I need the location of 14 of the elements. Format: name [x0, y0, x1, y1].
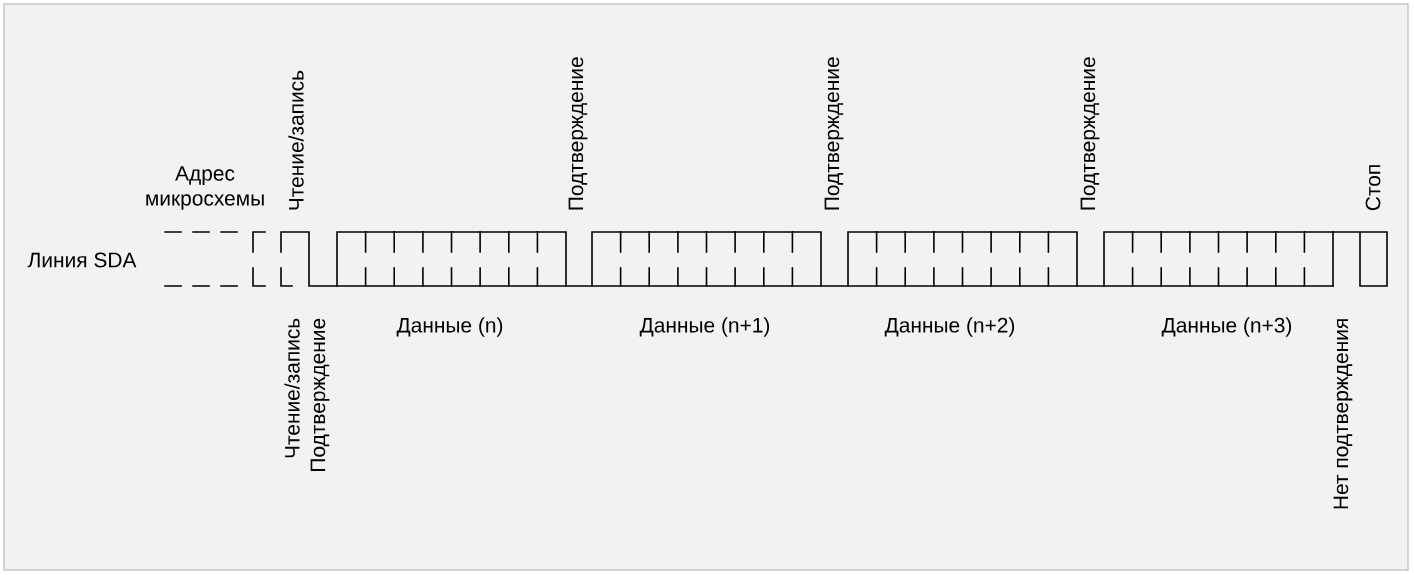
field-label: Данные (n): [396, 317, 503, 337]
field-label: Данные (n+1): [639, 317, 770, 337]
bit-label: Подтверждение: [310, 318, 330, 471]
bit-label: Нет подтверждения: [1333, 319, 1353, 509]
bit-label: Чтение/запись: [284, 318, 300, 458]
bit-label: Стоп: [1365, 165, 1381, 211]
field-label: Адрес микросхемы: [146, 166, 264, 210]
signal-label: Линия SDA: [27, 252, 137, 268]
bit-label: Подтверждение: [1080, 57, 1100, 210]
bit-label: Подтверждение: [824, 57, 844, 210]
bit-label: Чтение/запись: [288, 70, 304, 210]
bit-label: Подтверждение: [568, 57, 588, 210]
field-label: Данные (n+2): [884, 317, 1015, 337]
field-label: Данные (n+3): [1161, 317, 1292, 337]
